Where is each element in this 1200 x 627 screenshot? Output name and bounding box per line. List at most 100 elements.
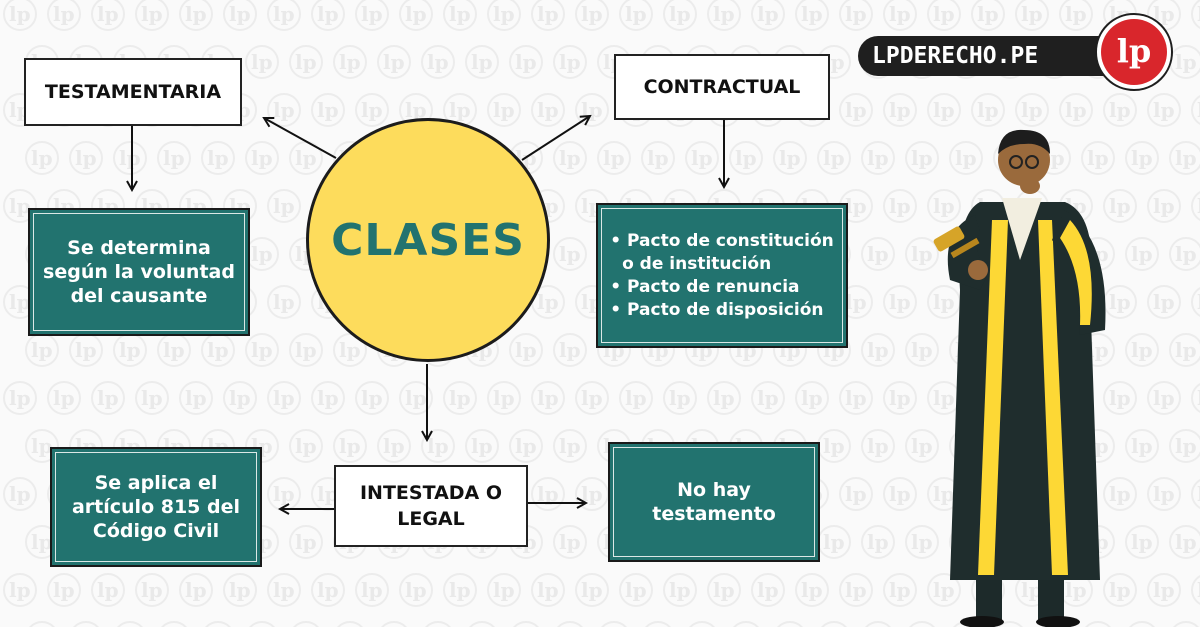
svg-text:lp: lp: [229, 2, 251, 26]
svg-text:lp: lp: [493, 386, 515, 410]
svg-text:lp: lp: [933, 2, 955, 26]
svg-text:lp: lp: [1109, 386, 1131, 410]
svg-text:lp: lp: [713, 578, 735, 602]
svg-text:lp: lp: [933, 98, 955, 122]
svg-text:lp: lp: [867, 146, 889, 170]
svg-text:lp: lp: [405, 578, 427, 602]
svg-text:lp: lp: [1131, 530, 1153, 554]
svg-text:lp: lp: [889, 290, 911, 314]
svg-text:lp: lp: [911, 146, 933, 170]
svg-text:lp: lp: [911, 242, 933, 266]
svg-text:lp: lp: [163, 146, 185, 170]
svg-text:lp: lp: [1197, 98, 1200, 122]
svg-text:lp: lp: [537, 482, 559, 506]
svg-text:lp: lp: [515, 434, 537, 458]
svg-text:lp: lp: [1175, 242, 1197, 266]
svg-text:lp: lp: [911, 530, 933, 554]
svg-text:lp: lp: [53, 2, 75, 26]
svg-text:lp: lp: [1153, 2, 1175, 26]
svg-text:lp: lp: [889, 386, 911, 410]
svg-text:lp: lp: [97, 578, 119, 602]
svg-text:lp: lp: [823, 530, 845, 554]
svg-text:lp: lp: [1197, 482, 1200, 506]
svg-text:lp: lp: [1175, 434, 1197, 458]
svg-text:lp: lp: [251, 338, 273, 362]
svg-text:lp: lp: [779, 146, 801, 170]
svg-text:lp: lp: [163, 338, 185, 362]
svg-text:lp: lp: [97, 2, 119, 26]
svg-text:lp: lp: [1197, 290, 1200, 314]
svg-text:lp: lp: [1153, 194, 1175, 218]
svg-text:lp: lp: [669, 2, 691, 26]
svg-text:lp: lp: [889, 578, 911, 602]
contractual-item-2: o de institución: [610, 253, 772, 274]
svg-text:lp: lp: [801, 578, 823, 602]
svg-text:lp: lp: [845, 578, 867, 602]
testamentaria-title-box: TESTAMENTARIA: [24, 58, 242, 126]
svg-text:lp: lp: [449, 386, 471, 410]
intestada-right-line-1: No hay: [677, 479, 751, 501]
svg-text:lp: lp: [713, 2, 735, 26]
svg-text:lp: lp: [537, 290, 559, 314]
svg-text:lp: lp: [1065, 98, 1087, 122]
intestada-right-box: No hay testamento: [608, 442, 820, 562]
svg-text:lp: lp: [317, 386, 339, 410]
svg-text:lp: lp: [845, 98, 867, 122]
svg-text:lp: lp: [273, 482, 295, 506]
svg-text:lp: lp: [581, 2, 603, 26]
svg-text:lp: lp: [295, 530, 317, 554]
lp-logo-icon: lp: [1095, 13, 1173, 91]
intestada-title-line-1: INTESTADA O: [359, 482, 503, 504]
svg-text:lp: lp: [361, 98, 383, 122]
intestada-left-line-3: Código Civil: [92, 520, 220, 542]
svg-text:lp: lp: [53, 386, 75, 410]
svg-text:lp: lp: [427, 434, 449, 458]
svg-text:lp: lp: [229, 386, 251, 410]
svg-text:lp: lp: [317, 98, 339, 122]
svg-text:lp: lp: [251, 50, 273, 74]
svg-text:lp: lp: [1153, 290, 1175, 314]
judge-illustration: [933, 129, 1106, 627]
svg-text:lp: lp: [515, 50, 537, 74]
svg-text:lp: lp: [669, 578, 691, 602]
svg-text:lp: lp: [295, 50, 317, 74]
svg-text:lp: lp: [1021, 578, 1043, 602]
svg-text:lp: lp: [1197, 2, 1200, 26]
svg-text:lp: lp: [537, 578, 559, 602]
svg-text:lp: lp: [537, 386, 559, 410]
svg-text:lp: lp: [31, 146, 53, 170]
svg-text:lp: lp: [581, 386, 603, 410]
svg-text:lp: lp: [119, 338, 141, 362]
svg-text:lp: lp: [9, 2, 31, 26]
svg-text:lp: lp: [1131, 338, 1153, 362]
svg-text:lp: lp: [229, 578, 251, 602]
svg-text:lp: lp: [867, 242, 889, 266]
contractual-item-3: • Pacto de renuncia: [610, 276, 800, 297]
contractual-title: CONTRACTUAL: [643, 76, 801, 98]
svg-text:lp: lp: [845, 194, 867, 218]
svg-text:lp: lp: [559, 530, 581, 554]
svg-text:lp: lp: [97, 386, 119, 410]
contractual-item-1: • Pacto de constitución: [610, 230, 834, 251]
svg-text:lp: lp: [405, 98, 427, 122]
svg-text:lp: lp: [757, 386, 779, 410]
testamentaria-line-3: del causante: [70, 285, 208, 307]
svg-text:lp: lp: [295, 146, 317, 170]
svg-text:lp: lp: [317, 482, 339, 506]
intestada-right-line-2: testamento: [652, 503, 776, 525]
svg-text:lp: lp: [273, 290, 295, 314]
svg-text:lp: lp: [185, 2, 207, 26]
intestada-title-line-2: LEGAL: [397, 508, 465, 530]
svg-text:lp: lp: [933, 194, 955, 218]
svg-text:lp: lp: [1175, 338, 1197, 362]
svg-text:lp: lp: [493, 2, 515, 26]
svg-text:lp: lp: [9, 578, 31, 602]
svg-text:lp: lp: [845, 290, 867, 314]
svg-text:lp: lp: [1065, 578, 1087, 602]
svg-text:lp: lp: [383, 434, 405, 458]
svg-text:lp: lp: [427, 50, 449, 74]
svg-text:lp: lp: [977, 2, 999, 26]
svg-text:lp: lp: [559, 434, 581, 458]
svg-text:lp: lp: [845, 482, 867, 506]
svg-text:lp: lp: [339, 434, 361, 458]
